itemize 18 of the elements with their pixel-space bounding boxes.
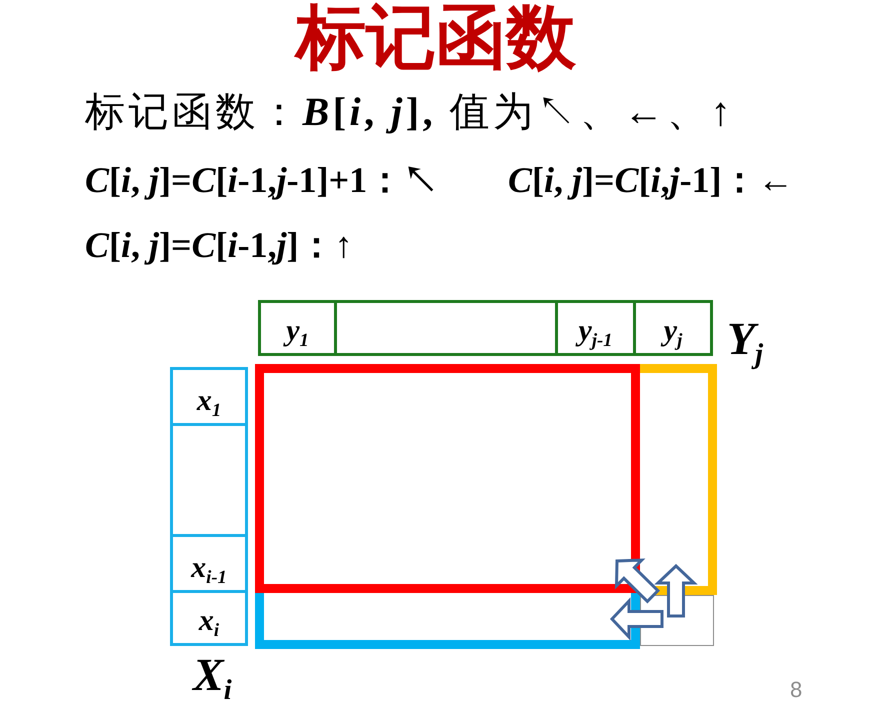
array-cell: y$_{j-1}$ [558,303,636,353]
hollow-arrow [614,558,660,604]
hollow-arrow [654,564,698,618]
array-cell: x$_{i}$ [173,593,245,643]
array-cell: y$_{1}$ [261,303,337,353]
array-cell: x$_{i-1}$ [173,537,245,593]
array-cell: y$_{j}$ [636,303,710,353]
sequence-label: X$_{i}$ [193,650,233,708]
hollow-arrow [610,597,664,641]
formula-text: 标记函数：B[i, j], 值为↖、←、↑ [85,92,734,132]
slide-title: 标记函数 [296,4,576,74]
page-number: 8 [790,679,802,701]
formula-text: C[i, j]=C[i,j-1]：← [508,162,794,198]
sequence-label: Y$_{j}$ [727,314,764,372]
array-cell: x$_{1}$ [173,370,245,426]
formula-text: C[i, j]=C[i-1,j-1]+1：↖ [85,162,440,198]
region-outline [255,364,640,593]
formula-text: C[i, j]=C[i-1,j]：↑ [85,227,353,263]
